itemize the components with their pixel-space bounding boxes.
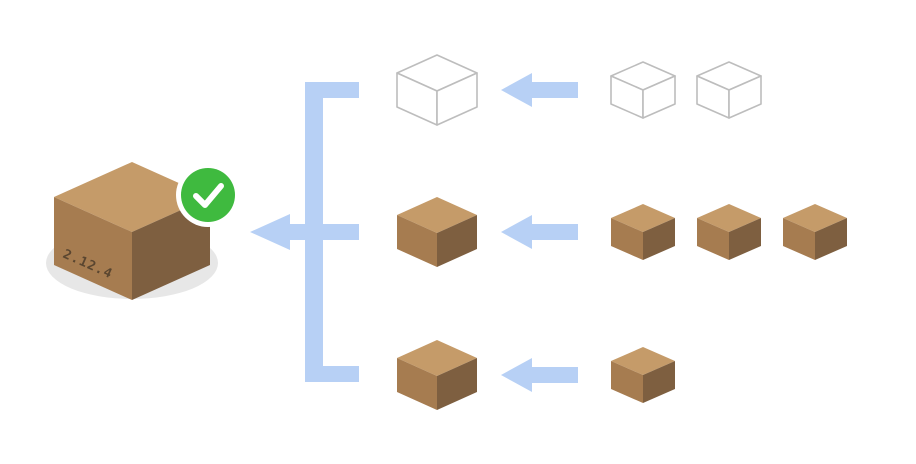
arrow-shaft: [528, 224, 578, 240]
bracket-middle-arm: [286, 224, 359, 240]
box-right-face: [815, 218, 847, 260]
main-package-right: [132, 197, 210, 300]
connector-bracket: [250, 82, 359, 382]
row-3: [397, 340, 675, 410]
dependency-package: [397, 340, 477, 410]
arrow-to-main-head: [250, 214, 290, 250]
arrow-head: [501, 215, 532, 249]
arrow-shaft: [528, 367, 578, 383]
sub-dependency-package: [611, 204, 675, 260]
sub-dependency-package: [696, 61, 762, 119]
box-right-face: [728, 75, 762, 119]
arrow-head: [501, 358, 532, 392]
dependency-package: [397, 197, 477, 267]
main-package-left: [54, 197, 132, 300]
box-left-face: [611, 218, 643, 260]
row-2: [397, 197, 847, 267]
box-left-face: [397, 215, 437, 267]
box-right-face: [437, 215, 477, 267]
box-right-face: [436, 72, 478, 126]
dependency-rows: [396, 54, 847, 410]
row-1: [396, 54, 762, 126]
sub-dependency-package: [610, 61, 676, 119]
sub-dependency-package: [611, 347, 675, 403]
arrow-left-icon: [501, 215, 578, 249]
sub-dependency-package: [783, 204, 847, 260]
box-left-face: [397, 358, 437, 410]
box-right-face: [643, 361, 675, 403]
arrow-left-icon: [501, 358, 578, 392]
check-icon: [176, 163, 240, 227]
box-left-face: [783, 218, 815, 260]
arrow-shaft: [528, 82, 578, 98]
sub-dependency-package: [697, 204, 761, 260]
bracket-top-arm: [305, 82, 359, 98]
box-right-face: [729, 218, 761, 260]
bracket-bottom-arm: [305, 366, 359, 382]
box-left-face: [697, 218, 729, 260]
box-right-face: [437, 358, 477, 410]
box-left-face: [611, 361, 643, 403]
arrow-left-icon: [501, 73, 578, 107]
arrow-head: [501, 73, 532, 107]
box-right-face: [643, 218, 675, 260]
main-package: 2.12.4: [46, 162, 240, 300]
dependency-package: [396, 54, 478, 126]
box-right-face: [642, 75, 676, 119]
